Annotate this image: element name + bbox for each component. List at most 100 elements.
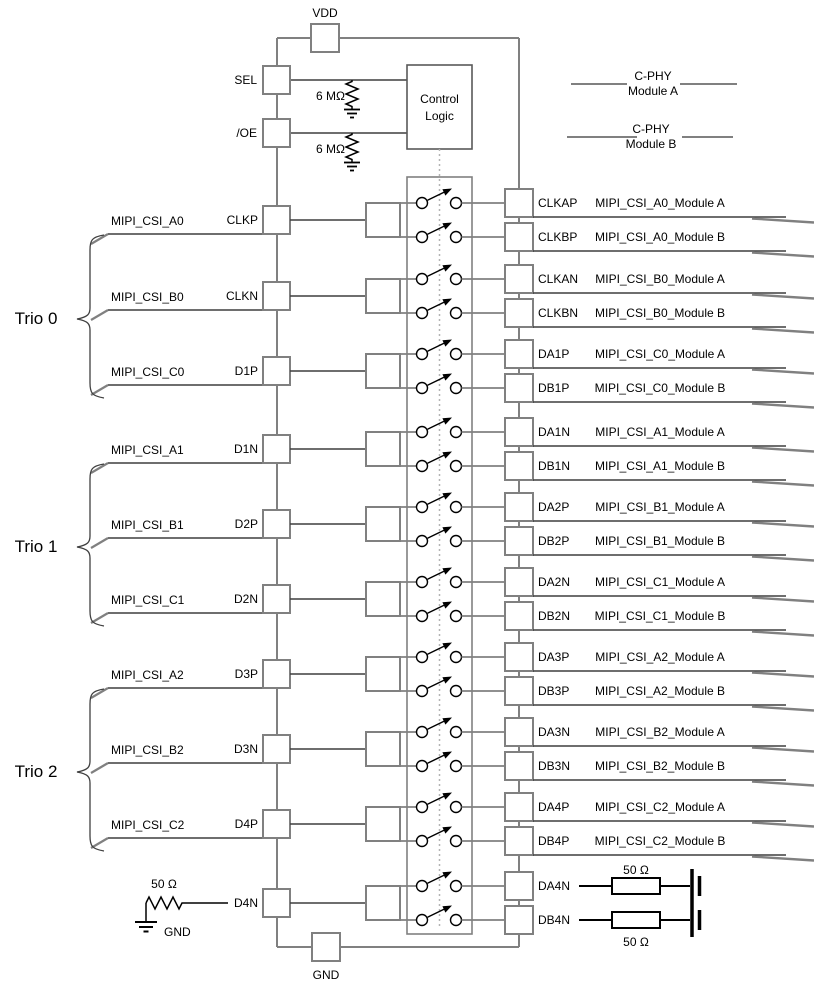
output-pin-label: DB4P — [538, 834, 569, 848]
switch-lever-icon — [427, 795, 445, 805]
input-signal-label: MIPI_CSI_C2 — [111, 818, 185, 832]
input-pin-box — [262, 809, 291, 839]
switch-throw-icon — [449, 272, 463, 286]
output-pin-box — [504, 826, 534, 856]
oe-pullup-value: 6 MΩ — [316, 142, 345, 156]
switch-throw-icon — [449, 609, 463, 623]
switch-lever-icon — [427, 342, 445, 352]
output-signal-label: MIPI_CSI_B0_Module A — [595, 272, 724, 286]
output-wire-jog — [751, 480, 814, 487]
input-pin-box — [262, 659, 291, 689]
legend-module-b: C-PHY Module B — [567, 122, 733, 151]
switch-pole-icon — [415, 725, 429, 739]
switch-arrow-icon — [442, 264, 452, 272]
fanout-box — [365, 806, 401, 842]
switch-pole-icon — [415, 650, 429, 664]
switch-lever-icon — [427, 908, 445, 918]
input-signal-label: MIPI_CSI_A1 — [111, 443, 184, 457]
input-pin-label: CLKN — [226, 289, 258, 303]
output-wire-jog — [751, 671, 814, 678]
input-pin-label: D2P — [235, 517, 258, 531]
switch-arrow-icon — [442, 905, 452, 913]
trio-brace-icon — [76, 688, 105, 852]
output-pin-box — [504, 417, 534, 447]
sel-pin-label: SEL — [234, 73, 257, 87]
switch-lever-icon — [427, 679, 445, 689]
output-wire-jog — [751, 251, 814, 258]
switch-pole-icon — [415, 196, 429, 210]
switch-lever-icon — [427, 829, 445, 839]
switch-lever-icon — [427, 191, 445, 201]
output-signal-label: MIPI_CSI_A0_Module A — [595, 196, 724, 210]
d4n-termination: 50 Ω GND — [135, 877, 228, 939]
input-pin-label: D1N — [234, 442, 258, 456]
output-pin-box — [504, 642, 534, 672]
output-pin-label: CLKAP — [538, 196, 577, 210]
switch-pole-icon — [415, 459, 429, 473]
gnd-pin-label: GND — [313, 968, 340, 982]
d4n-termination-value: 50 Ω — [151, 877, 177, 891]
switch-lever-icon — [427, 570, 445, 580]
switch-arrow-icon — [442, 676, 452, 684]
output-pin-box — [504, 339, 534, 369]
input-pin-box — [262, 281, 291, 311]
switch-throw-icon — [449, 650, 463, 664]
input-pin-box — [262, 434, 291, 464]
switch-arrow-icon — [442, 417, 452, 425]
output-wire-jog — [751, 293, 814, 300]
output-wire-jog — [751, 746, 814, 753]
switch-arrow-icon — [442, 526, 452, 534]
input-signal-label: MIPI_CSI_B2 — [111, 743, 184, 757]
switch-arrow-icon — [442, 601, 452, 609]
input-wire-jog — [90, 309, 109, 321]
switch-arrow-icon — [442, 373, 452, 381]
switch-lever-icon — [427, 529, 445, 539]
output-pin-box — [504, 676, 534, 706]
input-signal-label: MIPI_CSI_C0 — [111, 365, 185, 379]
fanout-box — [365, 278, 401, 314]
switch-throw-icon — [449, 725, 463, 739]
switch-pole-icon — [415, 347, 429, 361]
output-pin-label: DA2N — [538, 575, 570, 589]
output-pin-box — [504, 526, 534, 556]
switch-pole-icon — [415, 759, 429, 773]
output-pin-box — [504, 792, 534, 822]
trio-group-2: Trio 2 — [15, 688, 105, 852]
switch-pole-icon — [415, 381, 429, 395]
input-pin-box — [262, 205, 291, 235]
vdd-pin-box — [310, 23, 340, 53]
trio-label: Trio 0 — [15, 309, 58, 328]
control-logic-box — [406, 64, 473, 150]
resistor-icon — [344, 133, 360, 162]
output-pin-box — [504, 298, 534, 328]
resistor-icon — [611, 877, 661, 895]
output-pin-label: DB2P — [538, 534, 569, 548]
fanout-box — [365, 581, 401, 617]
output-signal-label: MIPI_CSI_A2_Module B — [595, 684, 725, 698]
output-pin-box — [504, 871, 534, 901]
output-wire-jog — [751, 521, 814, 528]
output-wire-jog — [751, 596, 814, 603]
switch-throw-icon — [449, 230, 463, 244]
output-wire-jog — [751, 555, 814, 562]
trio-brace-icon — [76, 463, 105, 627]
output-pin-label: DB3P — [538, 684, 569, 698]
output-signal-label: MIPI_CSI_B2_Module A — [595, 725, 724, 739]
output-pin-box — [504, 222, 534, 252]
switch-throw-icon — [449, 879, 463, 893]
legend-module-a: C-PHY Module A — [571, 69, 737, 98]
input-signal-label: MIPI_CSI_A0 — [111, 214, 184, 228]
switch-throw-icon — [449, 306, 463, 320]
trio-label: Trio 2 — [15, 762, 58, 781]
oe-pullup-resistor: 6 MΩ — [316, 133, 360, 172]
output-signal-label: MIPI_CSI_C0_Module A — [595, 347, 725, 361]
switch-throw-icon — [449, 500, 463, 514]
output-pin-label: DB4N — [538, 913, 570, 927]
sel-pullup-value: 6 MΩ — [316, 89, 345, 103]
